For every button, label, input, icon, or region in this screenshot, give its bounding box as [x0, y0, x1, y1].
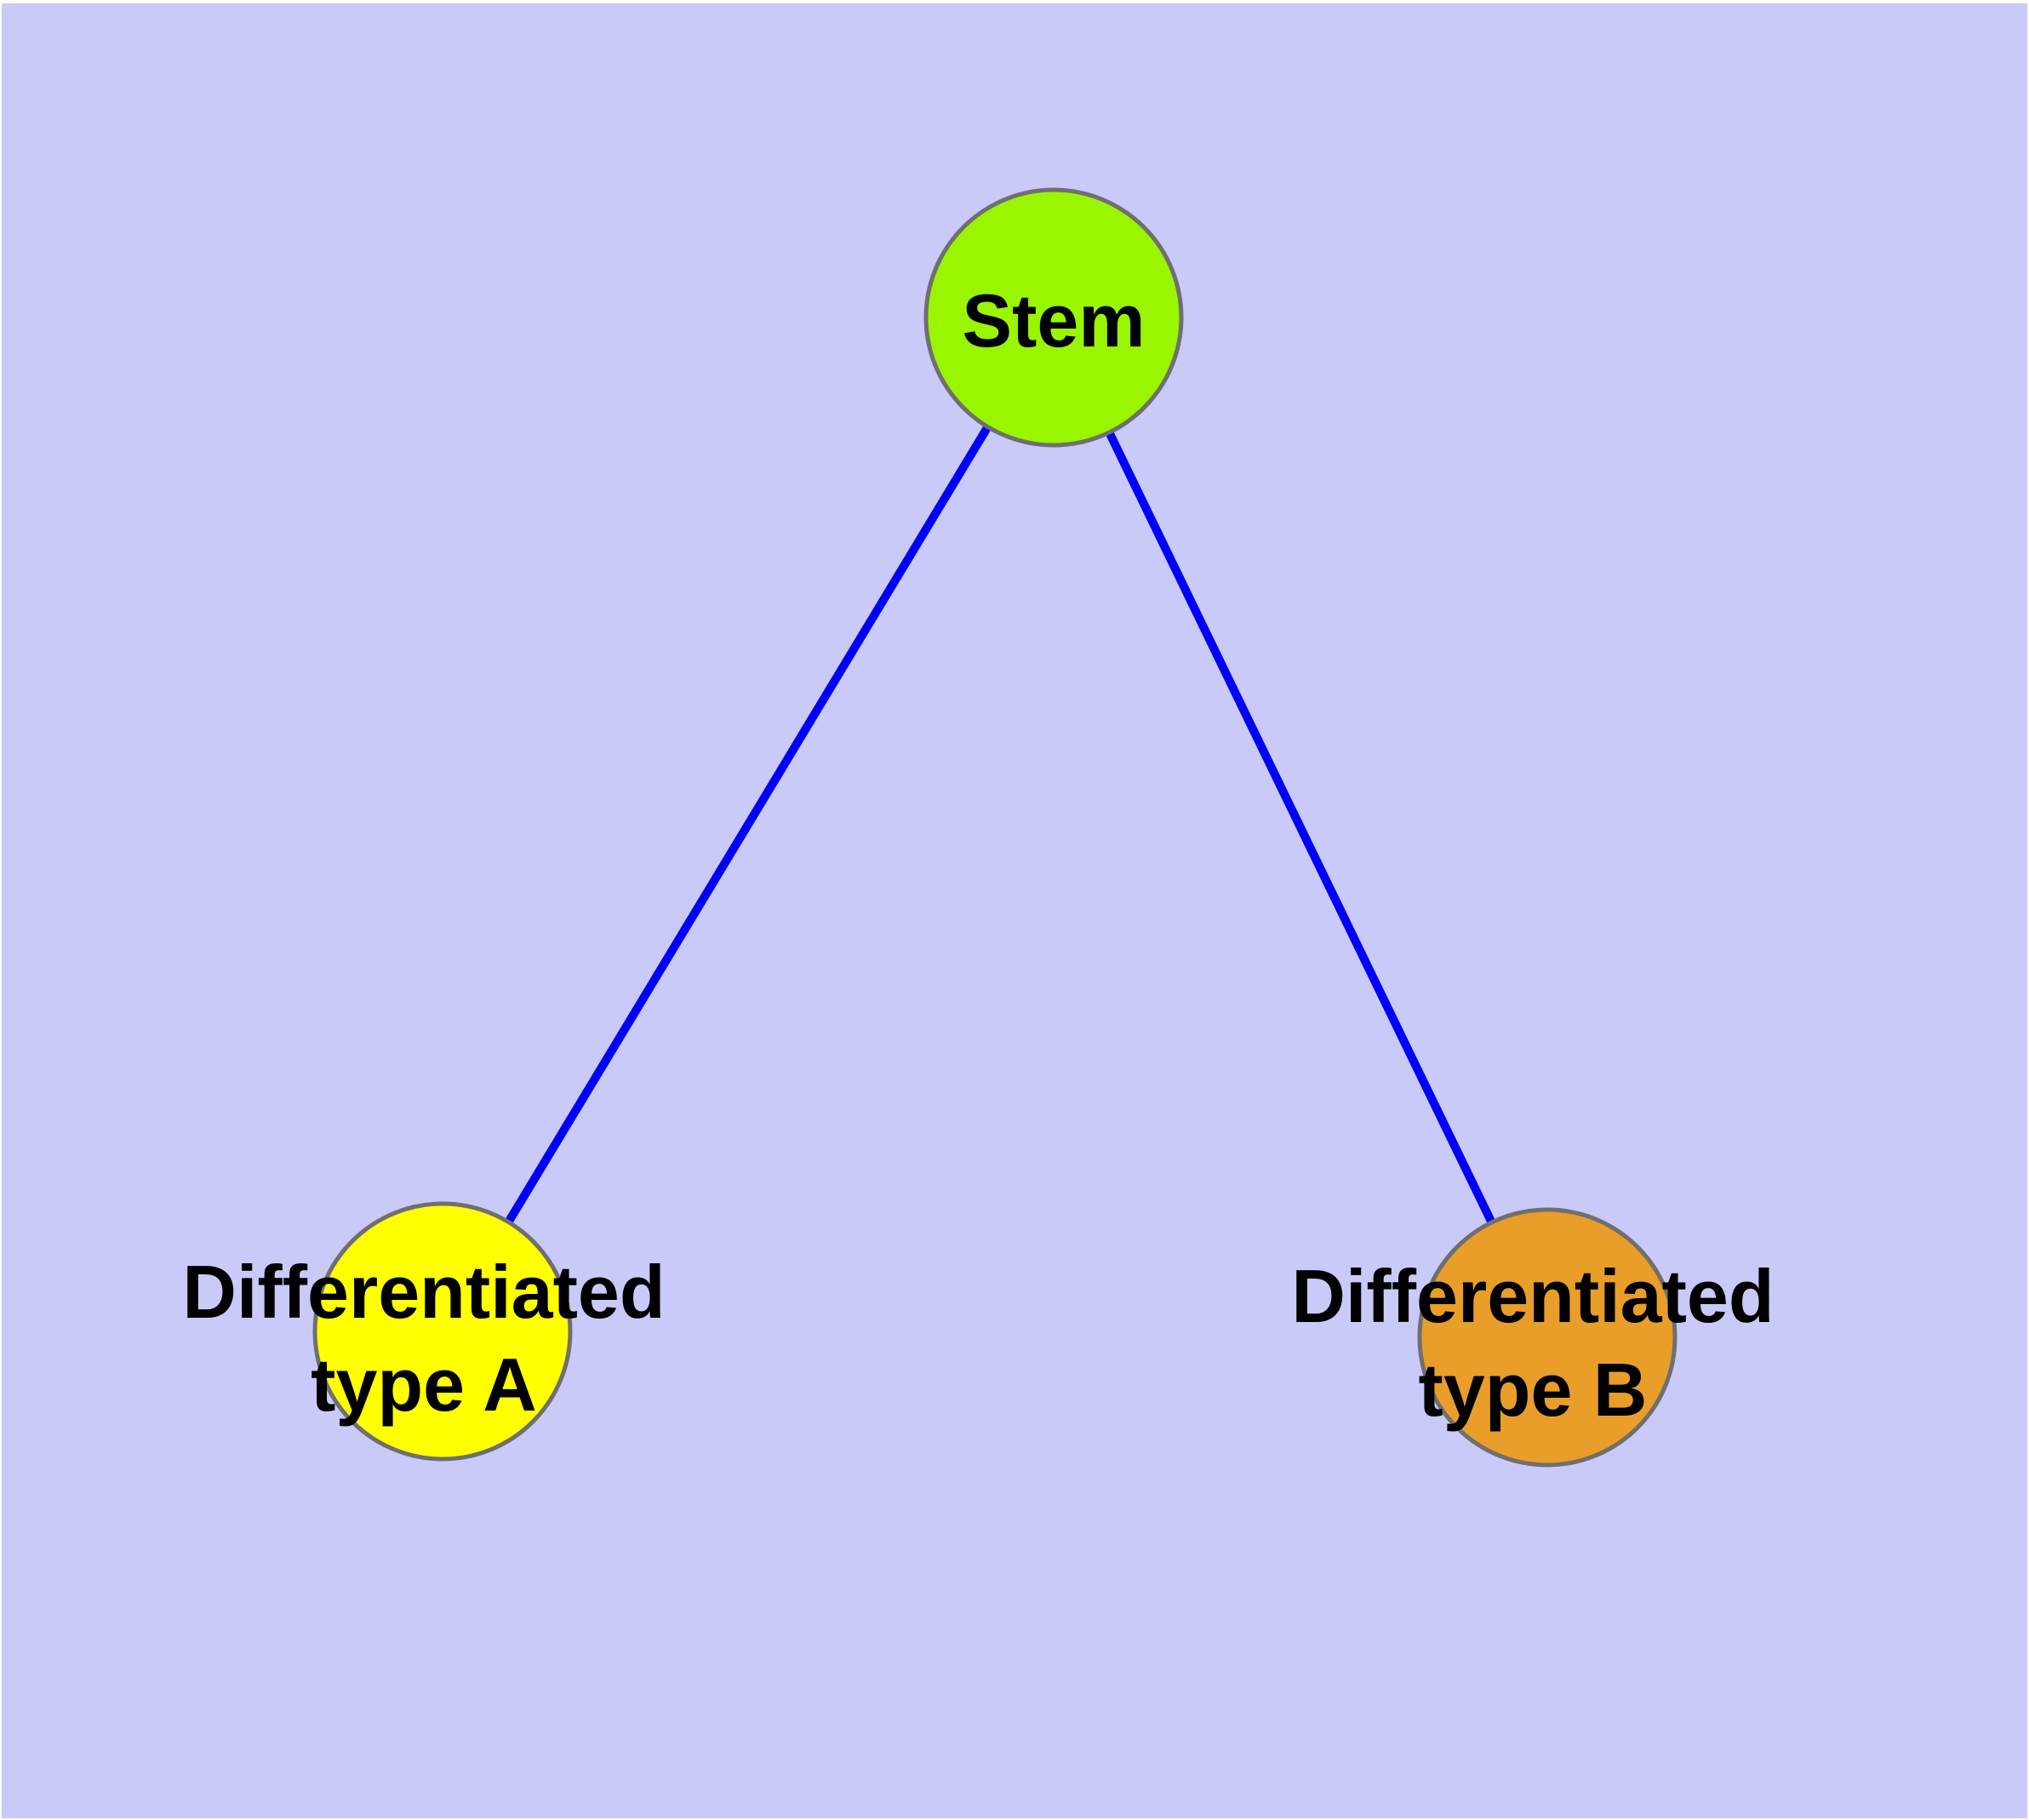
edges-layer	[438, 315, 1552, 1340]
edge-stem-to-type-a	[438, 315, 1058, 1334]
node-type-b-circle	[1417, 1207, 1677, 1468]
node-stem-label-line-1: Stem	[962, 278, 1145, 363]
node-type-b-label-line-2: type B	[1419, 1348, 1648, 1432]
edge-stem-to-type-b	[1049, 315, 1552, 1340]
node-type-b-label: Differentiated type B	[1291, 1254, 1774, 1432]
node-type-a-label-line-1: Differentiated	[182, 1250, 665, 1334]
node-stem-label: Stem	[962, 278, 1145, 363]
node-type-a-circle	[312, 1201, 573, 1462]
nodes-layer	[312, 187, 1677, 1468]
node-type-b-label-line-1: Differentiated	[1291, 1254, 1774, 1338]
node-type-a-label-line-2: type A	[311, 1342, 537, 1427]
node-stem-circle	[923, 187, 1184, 448]
